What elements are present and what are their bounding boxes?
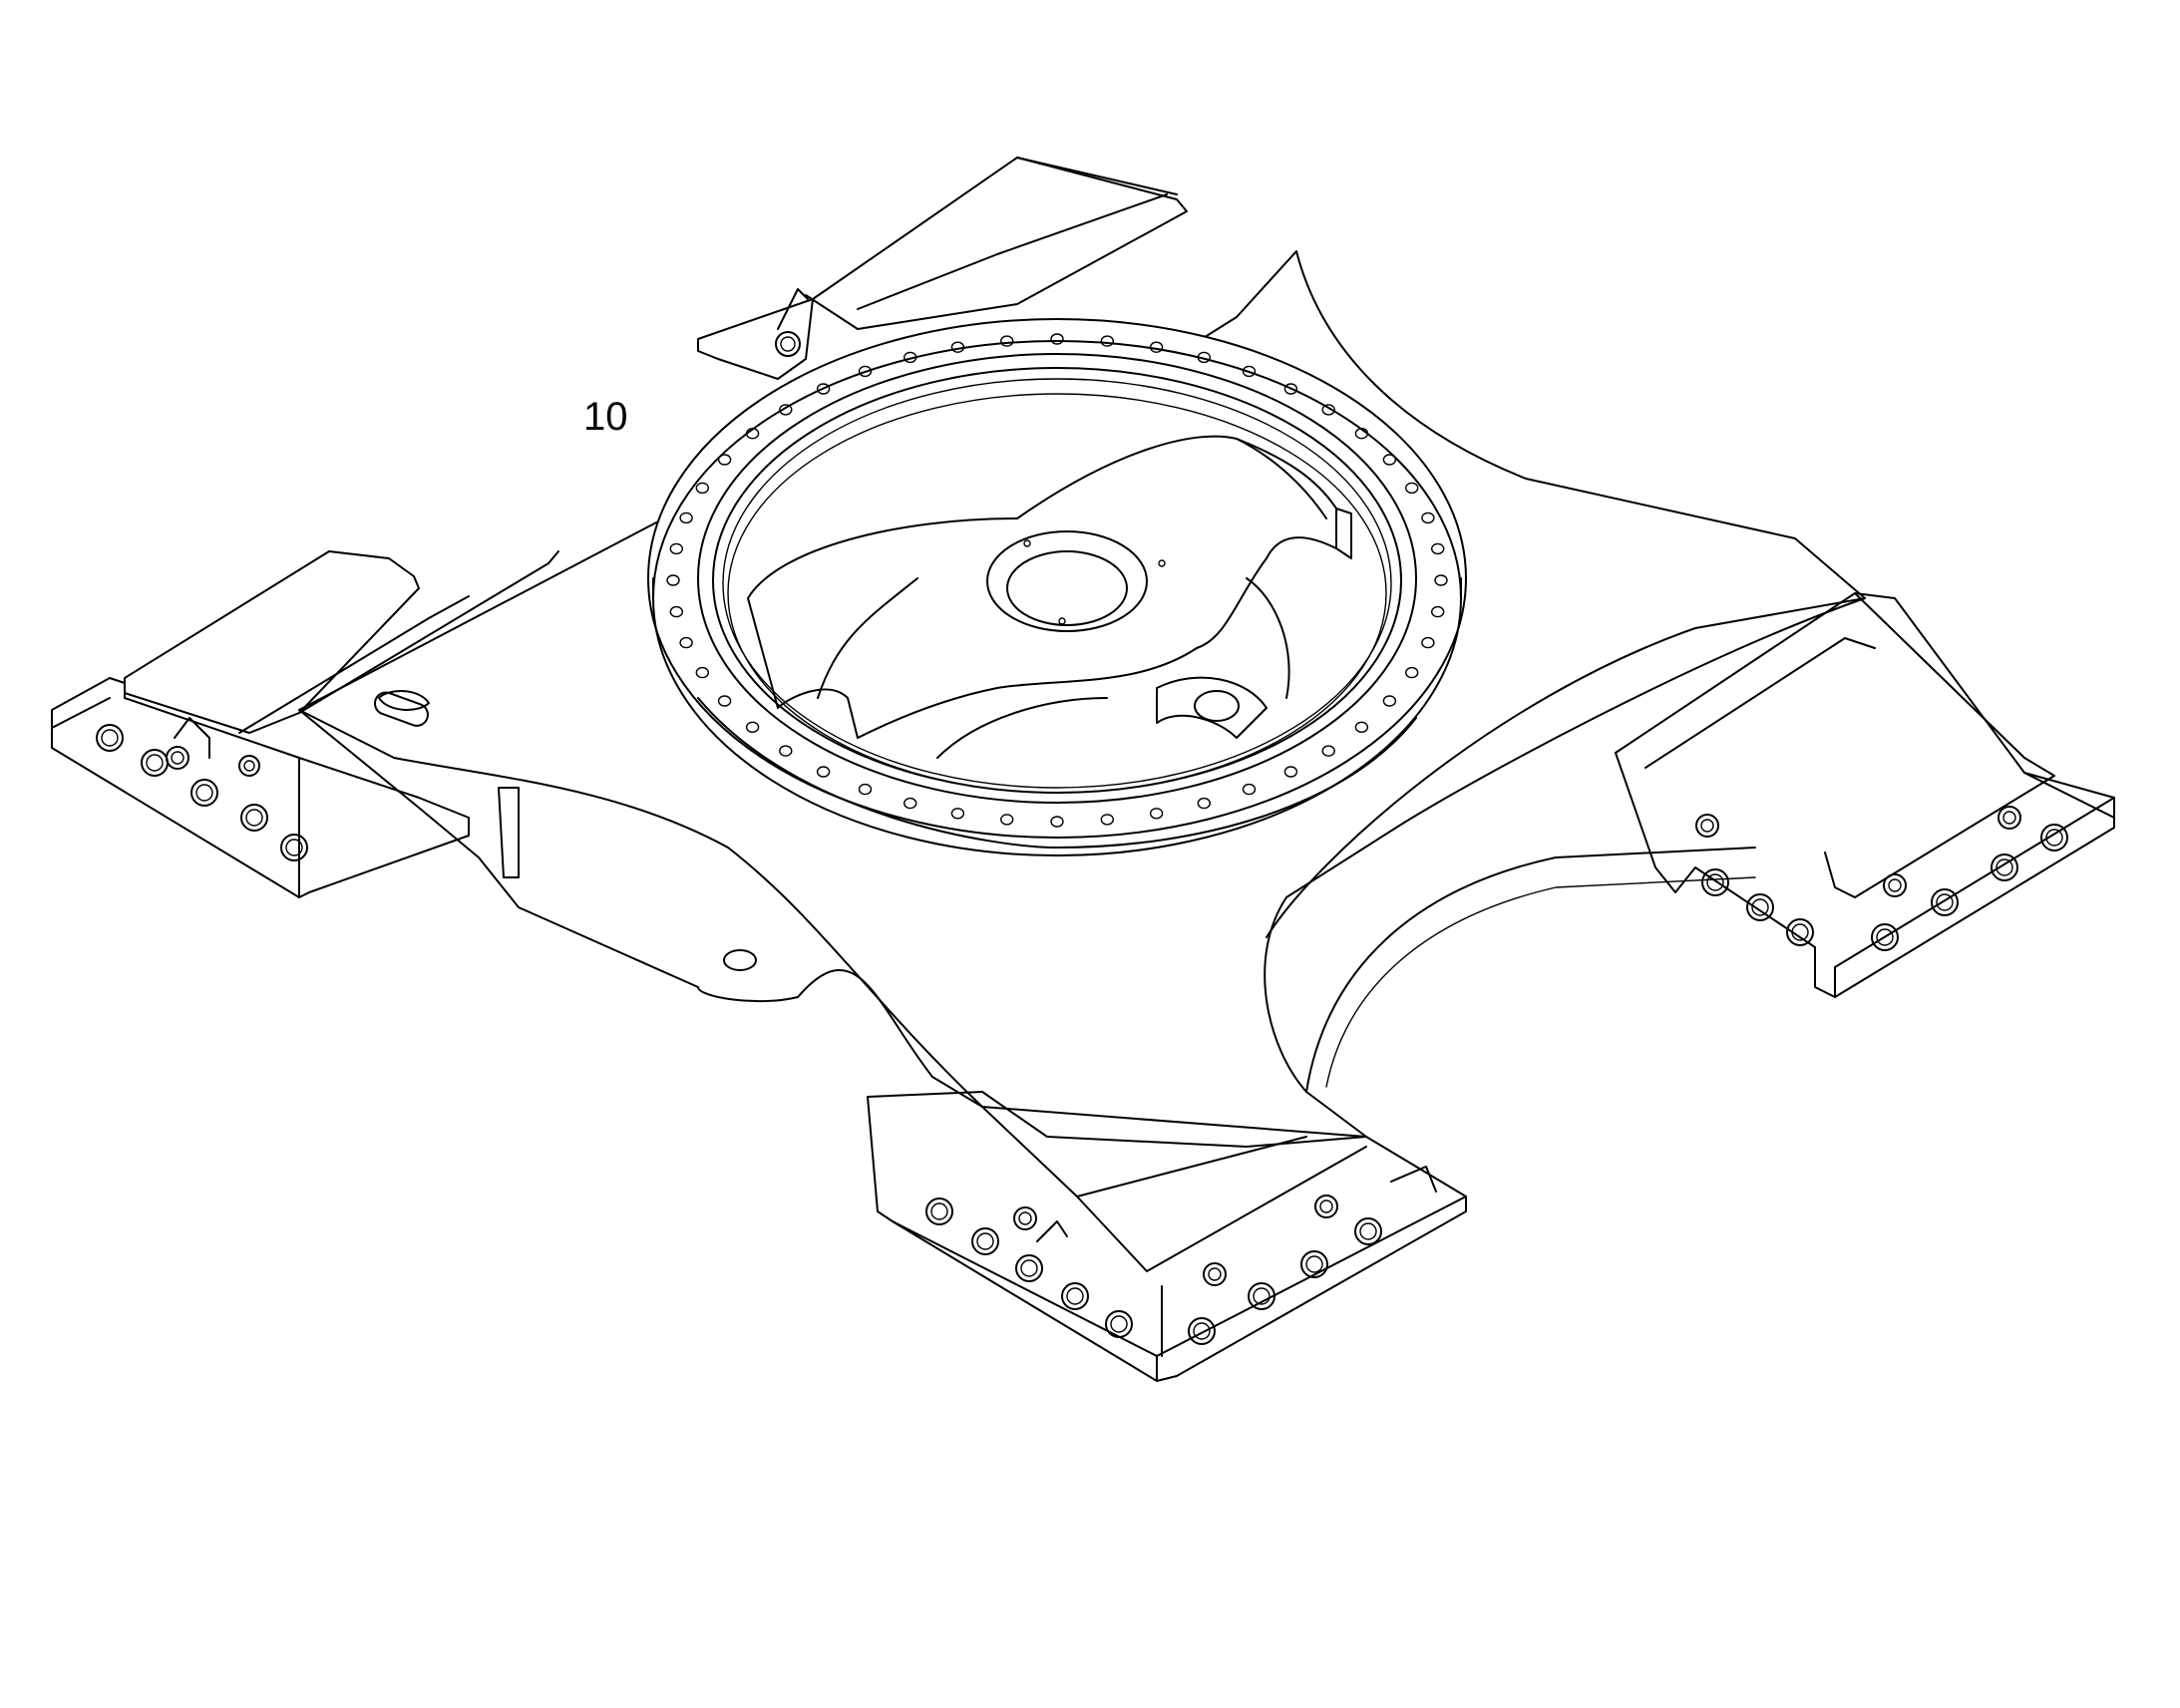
foot-right bbox=[1615, 592, 2115, 998]
flange-bolt-hole bbox=[669, 542, 683, 555]
flange-bolt-hole bbox=[717, 695, 732, 707]
flange-bolt-hole bbox=[1242, 365, 1257, 378]
flange-bolt-hole bbox=[1382, 454, 1397, 466]
frame-right-edge bbox=[1266, 597, 1866, 938]
hub-ring bbox=[986, 530, 1148, 632]
flange-bolt-hole bbox=[1242, 783, 1257, 796]
flange-bolt-hole bbox=[1421, 636, 1435, 649]
hub-spider bbox=[747, 435, 1352, 759]
flange-bolt-hole bbox=[1197, 351, 1212, 364]
flange-bolt-hole bbox=[1149, 341, 1164, 353]
flange-bolt-hole bbox=[816, 383, 831, 395]
flange-bolt-hole bbox=[1354, 428, 1369, 440]
flange-bolt-hole bbox=[1100, 814, 1115, 826]
flange-bolt-hole bbox=[1149, 808, 1164, 820]
flange-bolt-hole bbox=[679, 512, 693, 524]
flange-bolt-hole bbox=[1354, 721, 1369, 733]
flange-bolt-hole bbox=[1000, 335, 1014, 347]
flange-bolt-hole bbox=[717, 454, 732, 466]
foot-bottom bbox=[867, 1091, 1467, 1382]
flange-bolt-hole bbox=[1421, 512, 1435, 524]
frame-lower-arch bbox=[1305, 847, 1756, 1093]
flange-bolt-hole bbox=[745, 721, 760, 733]
flange-bolt-hole bbox=[1100, 335, 1115, 347]
flange-bolt-hole bbox=[779, 745, 793, 757]
flange-bolt-hole bbox=[904, 351, 917, 364]
flange-bolt-hole bbox=[1382, 695, 1397, 707]
flange-bolt-hole bbox=[1430, 542, 1445, 555]
flange-bolt-hole bbox=[1430, 605, 1445, 618]
flange-bolt-hole bbox=[666, 574, 680, 586]
foot-bottom-bolts bbox=[925, 1195, 1382, 1345]
flange-bolt-hole bbox=[695, 482, 709, 495]
flange-bolt-hole bbox=[904, 797, 917, 810]
flange-bolt-hole bbox=[1050, 333, 1064, 345]
flange-bolt-hole bbox=[695, 666, 709, 679]
flange-bolt-holes bbox=[666, 333, 1448, 828]
flange-bolt-hole bbox=[679, 636, 693, 649]
flange-bolt-hole bbox=[816, 766, 831, 778]
flange-bolt-hole bbox=[950, 341, 965, 353]
flange-bolt-hole bbox=[1283, 766, 1298, 778]
hub-bore bbox=[1006, 550, 1128, 626]
flange-bolt-hole bbox=[1321, 404, 1335, 416]
flange-bolt-hole bbox=[1434, 574, 1448, 586]
flange-bolt-hole bbox=[950, 808, 965, 820]
foot-left-bolts bbox=[96, 724, 308, 861]
frame-hole bbox=[723, 949, 757, 971]
foot-left bbox=[51, 550, 559, 898]
flange-bolt-hole bbox=[1404, 666, 1419, 679]
flange-bolt-hole bbox=[779, 404, 793, 416]
flange-bolt-hole bbox=[1197, 797, 1212, 810]
flange-bolt-hole bbox=[1321, 745, 1335, 757]
flange-bolt-hole bbox=[1404, 482, 1419, 495]
foot-top-left bbox=[697, 157, 1188, 380]
bearing-flange bbox=[647, 318, 1467, 856]
flange-bolt-hole bbox=[1000, 814, 1014, 826]
flange-bolt-hole bbox=[858, 783, 873, 796]
frame-main-outline bbox=[298, 250, 1866, 1138]
flange-bolt-hole bbox=[1283, 383, 1298, 395]
flange-bolt-hole bbox=[745, 428, 760, 440]
part-callout-label: 10 bbox=[583, 395, 628, 439]
flange-bolt-hole bbox=[1050, 816, 1064, 828]
deck-slot bbox=[373, 691, 429, 727]
foot-right-bolts bbox=[1695, 806, 2068, 951]
flange-bolt-hole bbox=[669, 605, 683, 618]
frame-top-edge bbox=[298, 709, 983, 1108]
flange-bolt-hole bbox=[858, 365, 873, 378]
frame-inner-arch bbox=[1325, 876, 1756, 1088]
